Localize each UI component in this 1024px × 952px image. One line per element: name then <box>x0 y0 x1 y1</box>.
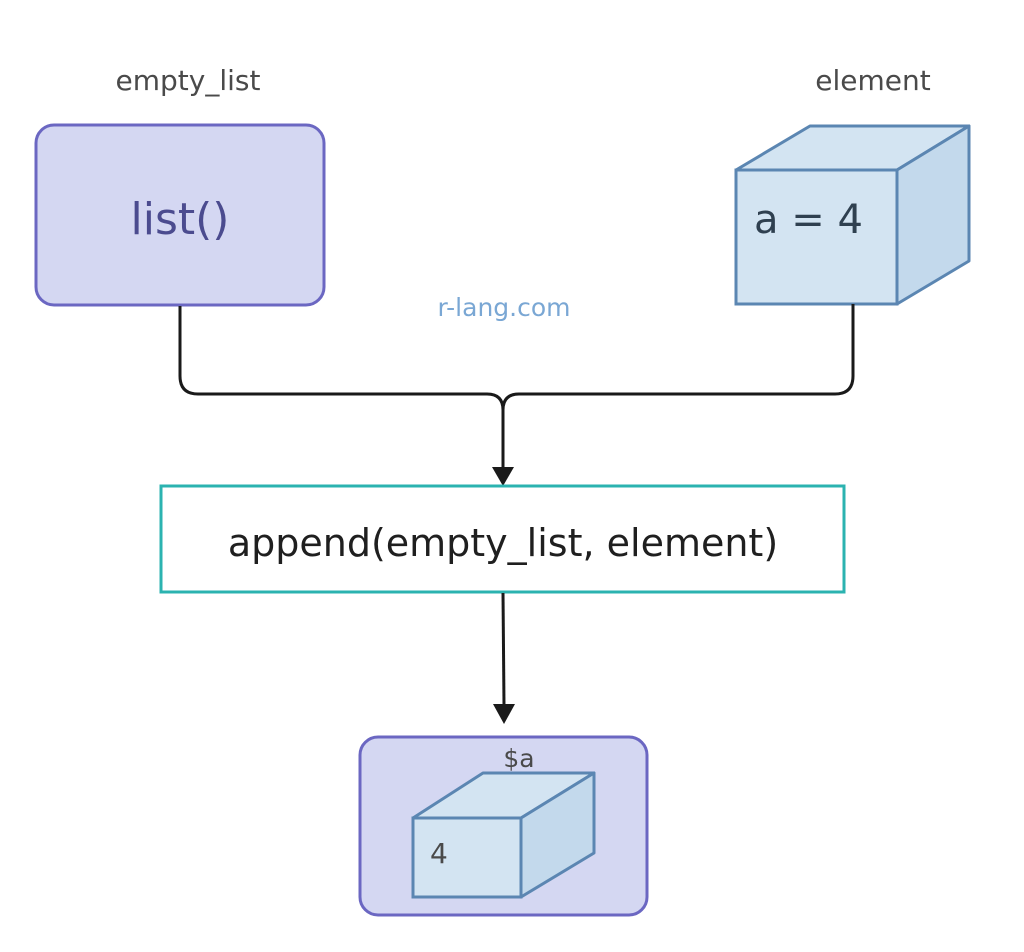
empty-list-box <box>34 123 326 307</box>
append-function-box <box>159 484 846 594</box>
result-cube <box>411 771 596 899</box>
empty-list-text: list() <box>131 194 230 245</box>
arrow-to-result <box>501 592 506 706</box>
connector-left <box>178 306 505 411</box>
connector-right <box>501 304 855 411</box>
watermark-text: r-lang.com <box>437 293 570 322</box>
element-cube-front <box>734 168 899 306</box>
append-function-text: append(empty_list, element) <box>228 521 778 565</box>
empty-list-caption: empty_list <box>116 64 261 97</box>
arrowhead-to-function <box>492 467 514 486</box>
result-cube-front <box>411 816 523 899</box>
result-value-text: 4 <box>430 837 448 870</box>
element-caption: element <box>815 64 930 97</box>
element-cube <box>734 124 971 306</box>
result-caption: $a <box>503 744 534 773</box>
arrowhead-to-result <box>493 704 515 724</box>
element-text: a = 4 <box>754 197 863 243</box>
